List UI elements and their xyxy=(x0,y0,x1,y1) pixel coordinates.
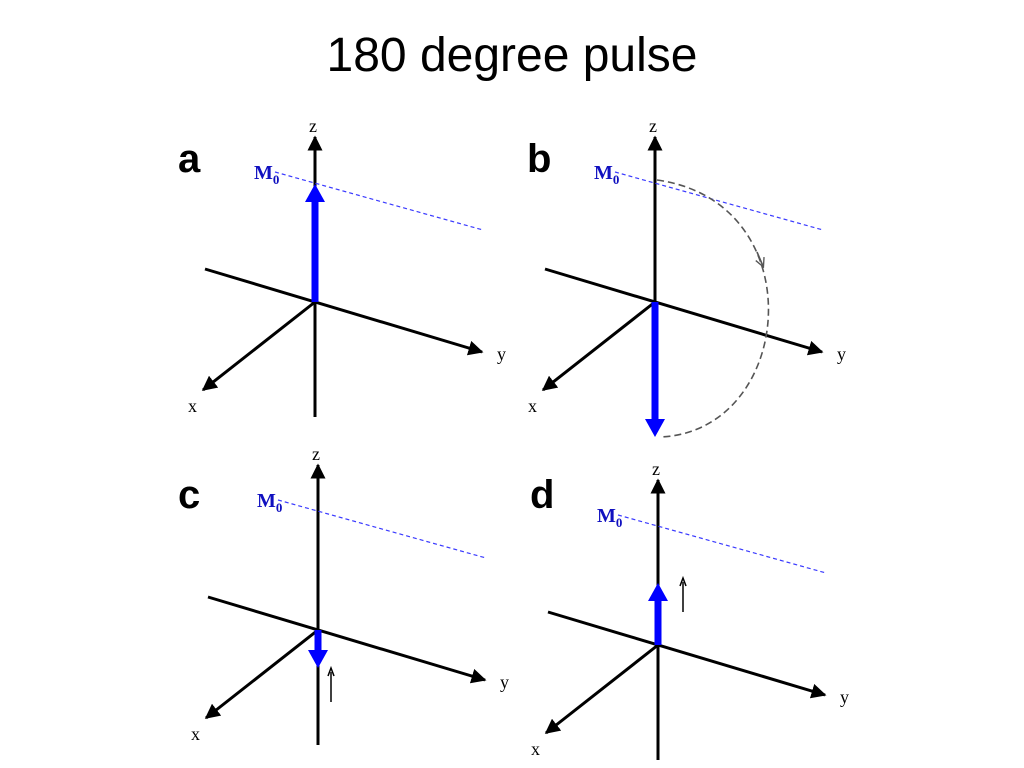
y-axis-label: y xyxy=(500,672,509,692)
y-axis xyxy=(207,595,487,684)
magnetization-arrowhead xyxy=(308,650,328,668)
panel-letter-a: a xyxy=(178,137,201,181)
m0-subscript: 0 xyxy=(273,172,280,187)
y-axis-label: y xyxy=(840,687,849,707)
panel-letter-b: b xyxy=(527,137,551,181)
y-axis xyxy=(204,267,484,356)
panel-b: b z y x M0 xyxy=(527,116,846,438)
m0-label: M0 xyxy=(254,162,279,187)
panel-letter-d: d xyxy=(530,473,554,517)
magnetization-arrowhead xyxy=(305,184,325,202)
x-axis xyxy=(204,628,319,720)
m0-label: M0 xyxy=(594,162,619,187)
x-axis xyxy=(544,643,659,735)
m0-label: M0 xyxy=(597,505,622,530)
m0-reference-line xyxy=(614,171,824,231)
x-axis-label: x xyxy=(528,396,537,416)
rotation-path xyxy=(656,179,770,438)
magnetization-arrowhead xyxy=(648,583,668,601)
rotation-path-arrowhead xyxy=(757,251,763,266)
z-axis-label: z xyxy=(309,116,317,136)
z-axis-label: z xyxy=(649,116,657,136)
m0-label: M0 xyxy=(257,490,282,515)
m0-reference-line xyxy=(617,514,827,574)
x-axis xyxy=(541,300,656,392)
recovery-arrowhead xyxy=(679,575,687,587)
y-axis-label: y xyxy=(497,344,506,364)
panel-a: a z y x M0 xyxy=(178,116,506,417)
x-axis-label: x xyxy=(188,396,197,416)
y-axis xyxy=(544,267,824,356)
magnetization-arrowhead xyxy=(645,419,665,437)
panel-d: d z y x M0 xyxy=(530,459,849,760)
slide-title: 180 degree pulse xyxy=(326,29,698,82)
m0-subscript: 0 xyxy=(276,500,283,515)
y-axis-label: y xyxy=(837,344,846,364)
recovery-arrowhead xyxy=(327,665,335,677)
m0-reference-line xyxy=(274,171,484,231)
y-axis xyxy=(547,610,827,699)
panel-letter-c: c xyxy=(178,473,200,517)
x-axis-label: x xyxy=(191,724,200,744)
m0-subscript: 0 xyxy=(616,515,623,530)
m0-subscript: 0 xyxy=(613,172,620,187)
x-axis-label: x xyxy=(531,739,540,759)
x-axis xyxy=(201,300,316,392)
panel-c: c z y x M0 xyxy=(178,444,509,745)
z-axis-label: z xyxy=(312,444,320,464)
z-axis-label: z xyxy=(652,459,660,479)
m0-reference-line xyxy=(277,499,487,559)
